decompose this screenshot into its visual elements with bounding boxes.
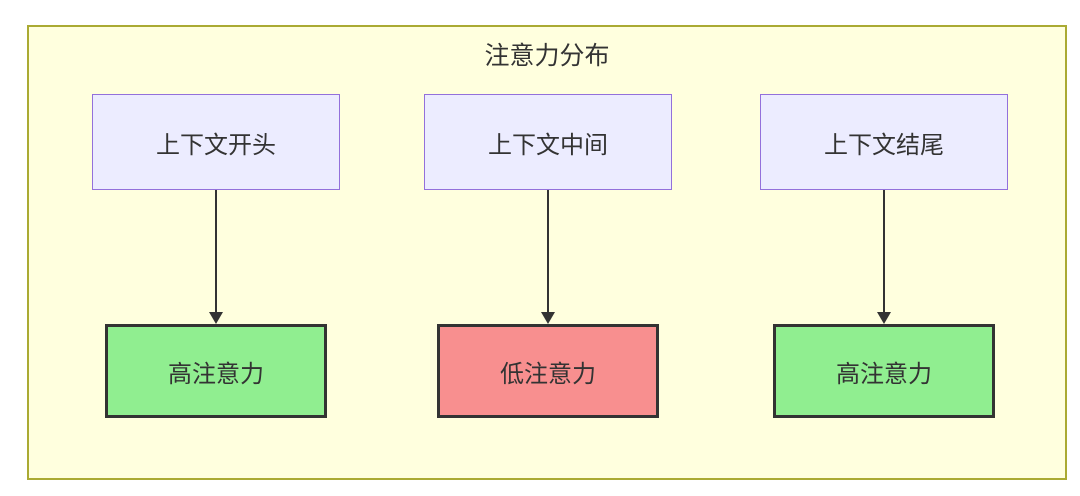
attention-distribution-cluster: 注意力分布 上下文开头 上下文中间 上下文结尾 高注意力 低注意力 高注意力 [27, 25, 1067, 480]
arrowhead-icon [209, 312, 223, 324]
arrow-context-start-to-high-attention [208, 190, 224, 324]
arrow-line [547, 190, 549, 314]
arrowhead-icon [877, 312, 891, 324]
arrow-context-end-to-high-attention [876, 190, 892, 324]
diagram-title: 注意力分布 [484, 42, 610, 70]
arrow-line [215, 190, 217, 314]
node-low-attention-middle: 低注意力 [437, 324, 659, 418]
node-high-attention-right: 高注意力 [773, 324, 995, 418]
arrowhead-icon [541, 312, 555, 324]
node-context-end: 上下文结尾 [760, 94, 1008, 190]
node-context-start: 上下文开头 [92, 94, 340, 190]
arrow-context-middle-to-low-attention [540, 190, 556, 324]
arrow-line [883, 190, 885, 314]
node-context-middle: 上下文中间 [424, 94, 672, 190]
node-high-attention-left: 高注意力 [105, 324, 327, 418]
